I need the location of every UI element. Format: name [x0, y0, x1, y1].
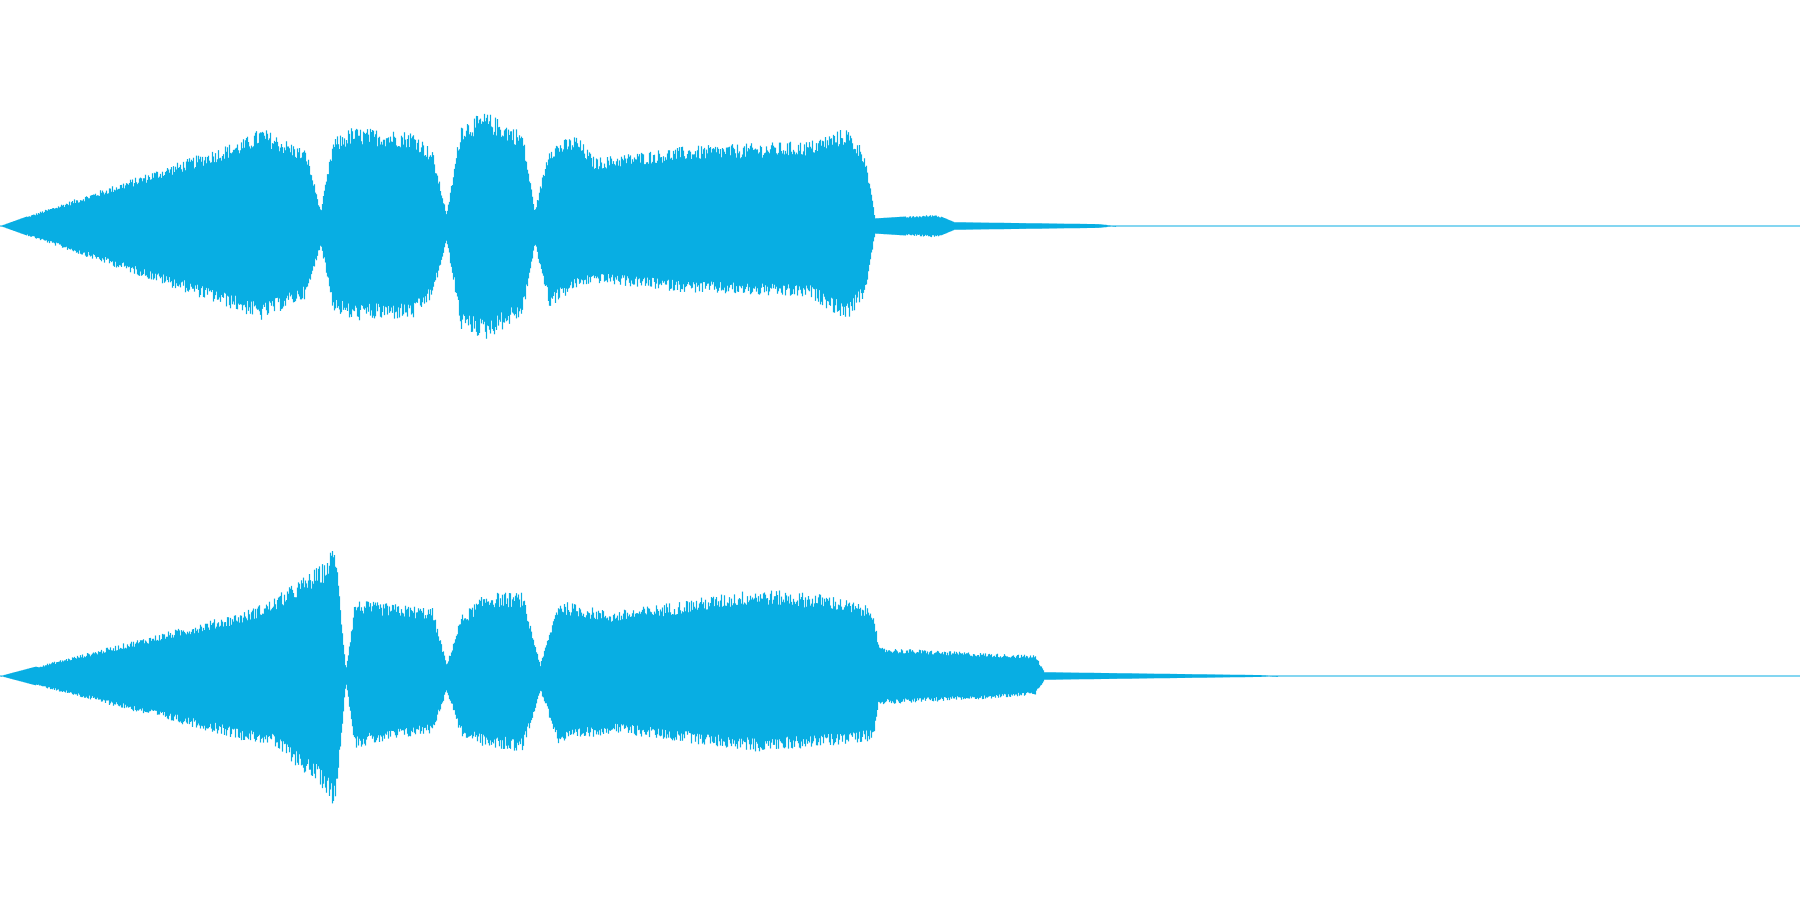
channel-1-signal	[0, 113, 1117, 339]
channel-2-signal	[0, 551, 1279, 804]
channel-1-waveform[interactable]	[0, 113, 1800, 339]
channel-2-waveform[interactable]	[0, 551, 1800, 804]
